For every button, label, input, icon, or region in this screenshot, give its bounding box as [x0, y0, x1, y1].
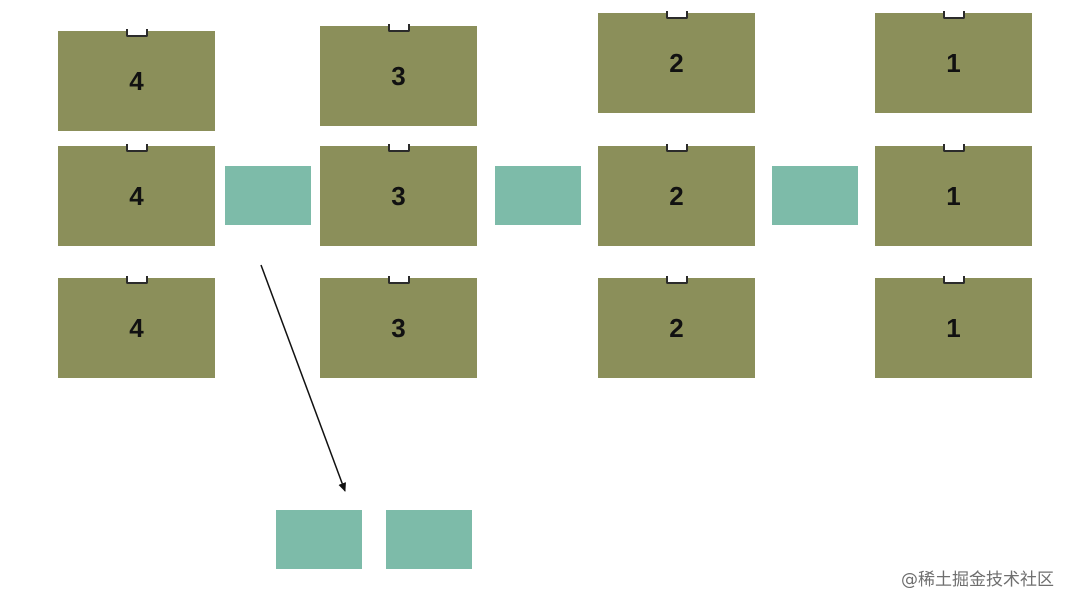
connector-block: [772, 166, 858, 225]
card-label: 1: [946, 47, 961, 78]
card-tab-notch: [125, 276, 148, 284]
card-tab-notch: [387, 144, 410, 152]
card-row2-col2: 3: [320, 144, 477, 246]
card-label: 4: [129, 312, 144, 343]
card-tab-notch: [125, 144, 148, 152]
card-row3-col4: 1: [875, 276, 1032, 378]
card-label: 3: [391, 180, 406, 211]
card-label: 2: [669, 47, 684, 78]
card-row1-col1: 4: [58, 29, 215, 131]
card-tab-notch: [665, 276, 688, 284]
card-row3-col3: 2: [598, 276, 755, 378]
output-block: [276, 510, 362, 569]
card-tab-notch: [387, 24, 410, 32]
output-block: [386, 510, 472, 569]
card-label: 2: [669, 180, 684, 211]
card-label: 1: [946, 312, 961, 343]
card-row3-col2: 3: [320, 276, 477, 378]
card-row3-col1: 4: [58, 276, 215, 378]
card-row1-col4: 1: [875, 11, 1032, 113]
card-tab-notch: [665, 11, 688, 19]
card-tab-notch: [665, 144, 688, 152]
card-tab-notch: [942, 11, 965, 19]
card-row1-col3: 2: [598, 11, 755, 113]
card-tab-notch: [387, 276, 410, 284]
card-label: 2: [669, 312, 684, 343]
card-label: 3: [391, 312, 406, 343]
connector-block: [495, 166, 581, 225]
card-label: 4: [129, 180, 144, 211]
card-label: 4: [129, 65, 144, 96]
connector-block: [225, 166, 311, 225]
card-row2-col4: 1: [875, 144, 1032, 246]
card-tab-notch: [125, 29, 148, 37]
watermark-text: @稀土掘金技术社区: [901, 570, 1054, 590]
card-row2-col3: 2: [598, 144, 755, 246]
card-tab-notch: [942, 144, 965, 152]
card-label: 1: [946, 180, 961, 211]
card-row1-col2: 3: [320, 24, 477, 126]
card-label: 3: [391, 60, 406, 91]
card-row2-col1: 4: [58, 144, 215, 246]
card-tab-notch: [942, 276, 965, 284]
